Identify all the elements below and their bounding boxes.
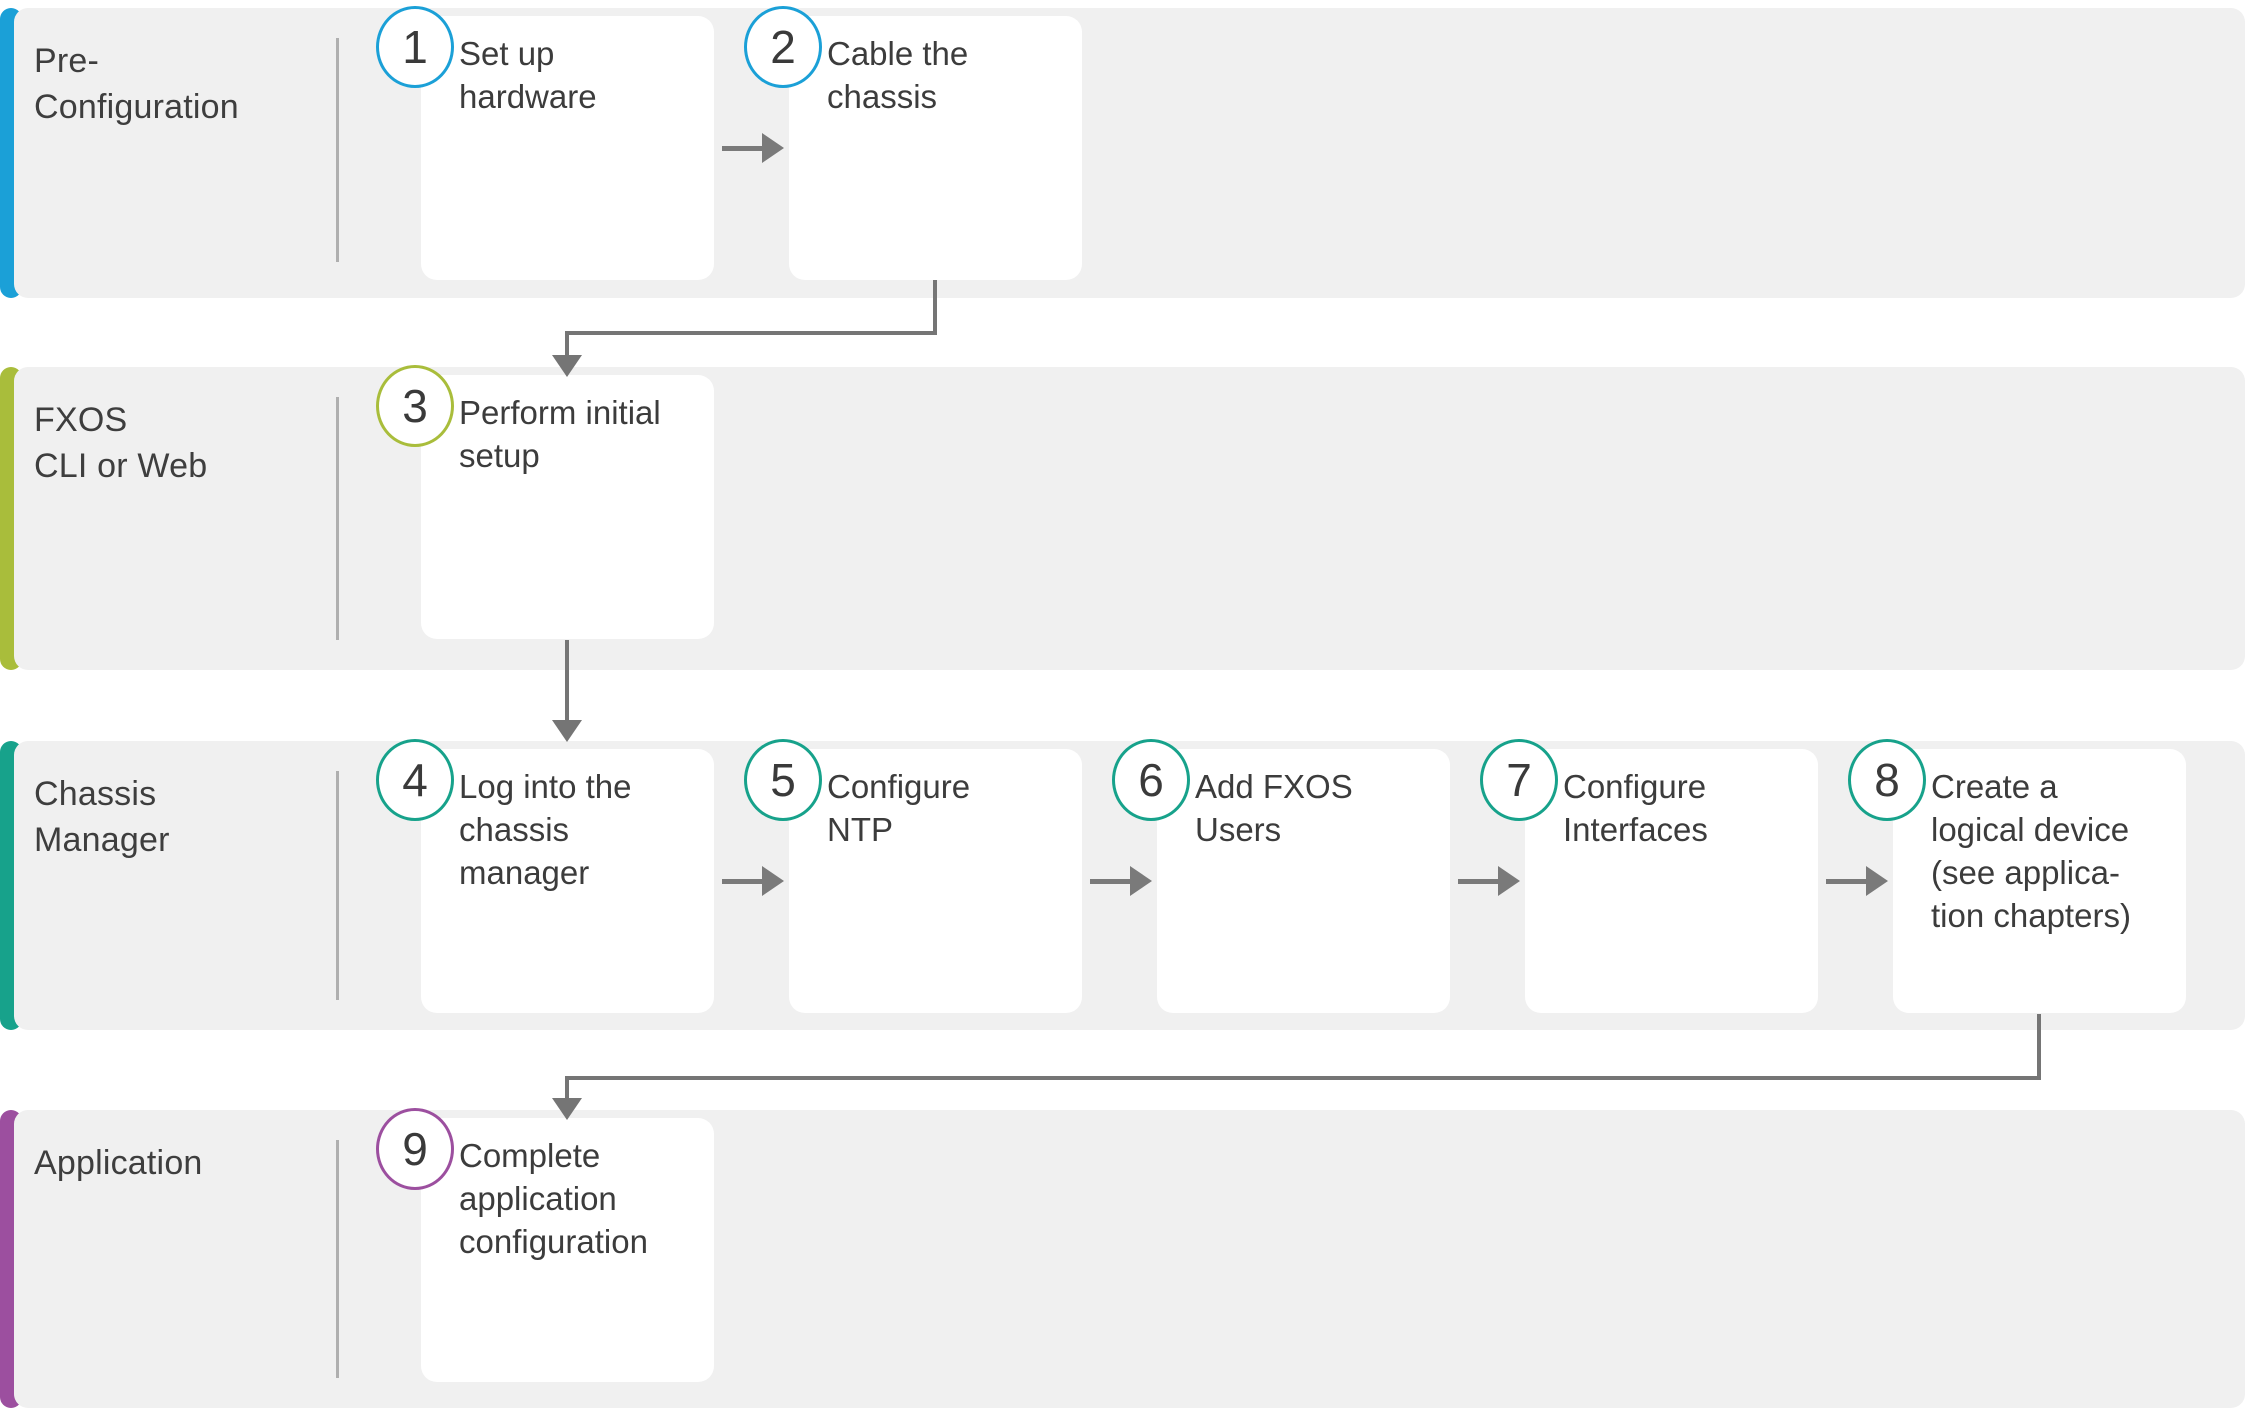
flow-arrow-7-8 (1826, 879, 1866, 884)
flow-arrow-6-7 (1458, 879, 1498, 884)
step-number: 1 (402, 21, 428, 73)
connector-8-9-segment (565, 1076, 2041, 1080)
arrow-right-icon (1866, 866, 1888, 896)
row-label-chassis-manager: Chassis Manager (34, 775, 170, 859)
step-label: Add FXOS Users (1195, 768, 1353, 848)
arrow-right-icon (762, 133, 784, 163)
row-divider (336, 38, 339, 262)
step-label: Cable the chassis (827, 35, 969, 115)
arrow-down-icon (552, 355, 582, 377)
connector-2-3-segment (565, 331, 569, 357)
step-card-2: 2 Cable the chassis (744, 6, 1082, 280)
row-divider (336, 397, 339, 640)
step-card-1: 1 Set up hardware (376, 6, 714, 280)
step-label: Set up hardware (459, 35, 597, 115)
connector-3-4-segment (565, 640, 569, 722)
row-divider (336, 1140, 339, 1378)
arrow-right-icon (1498, 866, 1520, 896)
arrow-down-icon (552, 720, 582, 742)
connector-2-3-segment (933, 280, 937, 335)
step-card-3: 3 Perform initial setup (376, 365, 714, 639)
row-band-application (14, 1110, 2245, 1408)
row-band-fxos (14, 367, 2245, 670)
step-label: Complete application configuration (459, 1137, 648, 1260)
arrow-down-icon (552, 1098, 582, 1120)
step-number: 6 (1138, 754, 1164, 806)
step-number: 3 (402, 380, 428, 432)
step-number-badge-6: 6 (1112, 739, 1190, 821)
connector-8-9-segment (565, 1076, 569, 1100)
step-number-badge-3: 3 (376, 365, 454, 447)
step-number-badge-5: 5 (744, 739, 822, 821)
step-number: 7 (1506, 754, 1532, 806)
step-number: 5 (770, 754, 796, 806)
step-number-badge-1: 1 (376, 6, 454, 88)
step-number: 2 (770, 21, 796, 73)
step-number-badge-2: 2 (744, 6, 822, 88)
flow-arrow-1-2 (722, 146, 762, 151)
flow-arrow-4-5 (722, 879, 762, 884)
flow-arrow-5-6 (1090, 879, 1130, 884)
row-band-preconfiguration (14, 8, 2245, 298)
step-number-badge-4: 4 (376, 739, 454, 821)
step-card-7: 7 Configure Interfaces (1480, 739, 1818, 1013)
connector-2-3-segment (565, 331, 937, 335)
row-divider (336, 771, 339, 1000)
step-card-8: 8 Create a logical device (see applica- … (1848, 739, 2186, 1013)
arrow-right-icon (762, 866, 784, 896)
arrow-right-icon (1130, 866, 1152, 896)
step-card-9: 9 Complete application configuration (376, 1108, 714, 1382)
step-number-badge-8: 8 (1848, 739, 1926, 821)
step-number-badge-9: 9 (376, 1108, 454, 1190)
step-card-6: 6 Add FXOS Users (1112, 739, 1450, 1013)
step-label: Configure Interfaces (1563, 768, 1708, 848)
row-label-application: Application (34, 1144, 203, 1182)
step-label: Create a logical device (see applica- ti… (1931, 768, 2131, 934)
step-number: 9 (402, 1123, 428, 1175)
step-number-badge-7: 7 (1480, 739, 1558, 821)
step-card-5: 5 Configure NTP (744, 739, 1082, 1013)
connector-8-9-segment (2037, 1014, 2041, 1080)
row-label-preconfiguration: Pre- Configuration (34, 42, 239, 126)
step-label: Configure NTP (827, 768, 971, 848)
step-number: 8 (1874, 754, 1900, 806)
step-number: 4 (402, 754, 428, 806)
step-card-4: 4 Log into the chassis manager (376, 739, 714, 1013)
row-label-fxos: FXOS CLI or Web (34, 401, 208, 485)
step-label: Log into the chassis manager (459, 768, 632, 891)
step-label: Perform initial setup (459, 394, 661, 474)
